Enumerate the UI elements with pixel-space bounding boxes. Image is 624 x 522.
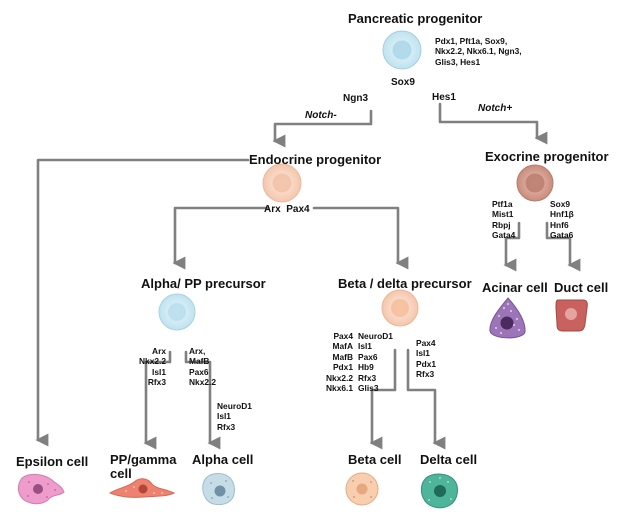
arrow-to-endocrine xyxy=(272,109,373,148)
pp-gamma-cell-icon xyxy=(108,478,176,498)
arrow-to-alpha-pp xyxy=(172,206,270,270)
pp-gamma-cell-label-line2: cell xyxy=(110,466,132,481)
arrow-to-delta xyxy=(406,348,446,450)
alpha-cell-label: Alpha cell xyxy=(192,452,254,467)
beta-cell-icon xyxy=(345,472,379,506)
arrow-to-beta xyxy=(369,348,397,450)
notch-minus-label: Notch- xyxy=(305,110,337,121)
epsilon-cell-label: Epsilon cell xyxy=(16,454,89,469)
endocrine-progenitor-label: Endocrine progenitor xyxy=(249,152,382,167)
acinar-cell-icon xyxy=(489,297,526,339)
endocrine-cell-icon xyxy=(262,163,302,203)
delta-cell-label: Delta cell xyxy=(420,452,478,467)
duct-cell-label: Duct cell xyxy=(554,280,609,295)
arrow-to-exocrine xyxy=(438,102,548,145)
delta-cell-icon xyxy=(420,473,458,509)
pancreatic-cell-icon xyxy=(382,30,422,70)
alpha-pp-precursor-label: Alpha/ PP precursor xyxy=(141,276,266,291)
notch-plus-label: Notch+ xyxy=(478,103,513,114)
arx-pax4-label: Arx Pax4 xyxy=(264,204,310,215)
hes1-label: Hes1 xyxy=(432,92,456,103)
arrow-to-alpha xyxy=(184,350,221,450)
beta-delta-precursor-label: Beta / delta precursor xyxy=(338,276,472,291)
pancreatic-genes: Pdx1, Pft1a, Sox9, Nkx2.2, Nkx6.1, Ngn3,… xyxy=(435,36,522,67)
exocrine-cell-icon xyxy=(516,164,554,202)
pp-gamma-cell-label-line1: PP/gamma xyxy=(110,452,177,467)
pancreatic-progenitor-label: Pancreatic progenitor xyxy=(348,11,483,26)
beta-delta-cell-icon xyxy=(381,289,419,327)
epsilon-cell-icon xyxy=(17,473,65,505)
beta-cell-label: Beta cell xyxy=(348,452,402,467)
alpha-cell-icon xyxy=(202,473,235,506)
arrow-to-pp-gamma xyxy=(143,350,172,450)
exocrine-progenitor-label: Exocrine progenitor xyxy=(485,149,609,164)
arrow-to-duct xyxy=(545,221,581,272)
duct-cell-icon xyxy=(555,299,588,332)
arrow-to-acinar xyxy=(503,221,521,272)
ngn3-label: Ngn3 xyxy=(343,93,368,104)
acinar-cell-label: Acinar cell xyxy=(482,280,548,295)
alpha-pp-cell-icon xyxy=(158,293,196,331)
arrow-to-beta-delta xyxy=(312,206,409,270)
arrow-to-epsilon xyxy=(35,158,250,447)
sox9-label: Sox9 xyxy=(391,77,415,88)
